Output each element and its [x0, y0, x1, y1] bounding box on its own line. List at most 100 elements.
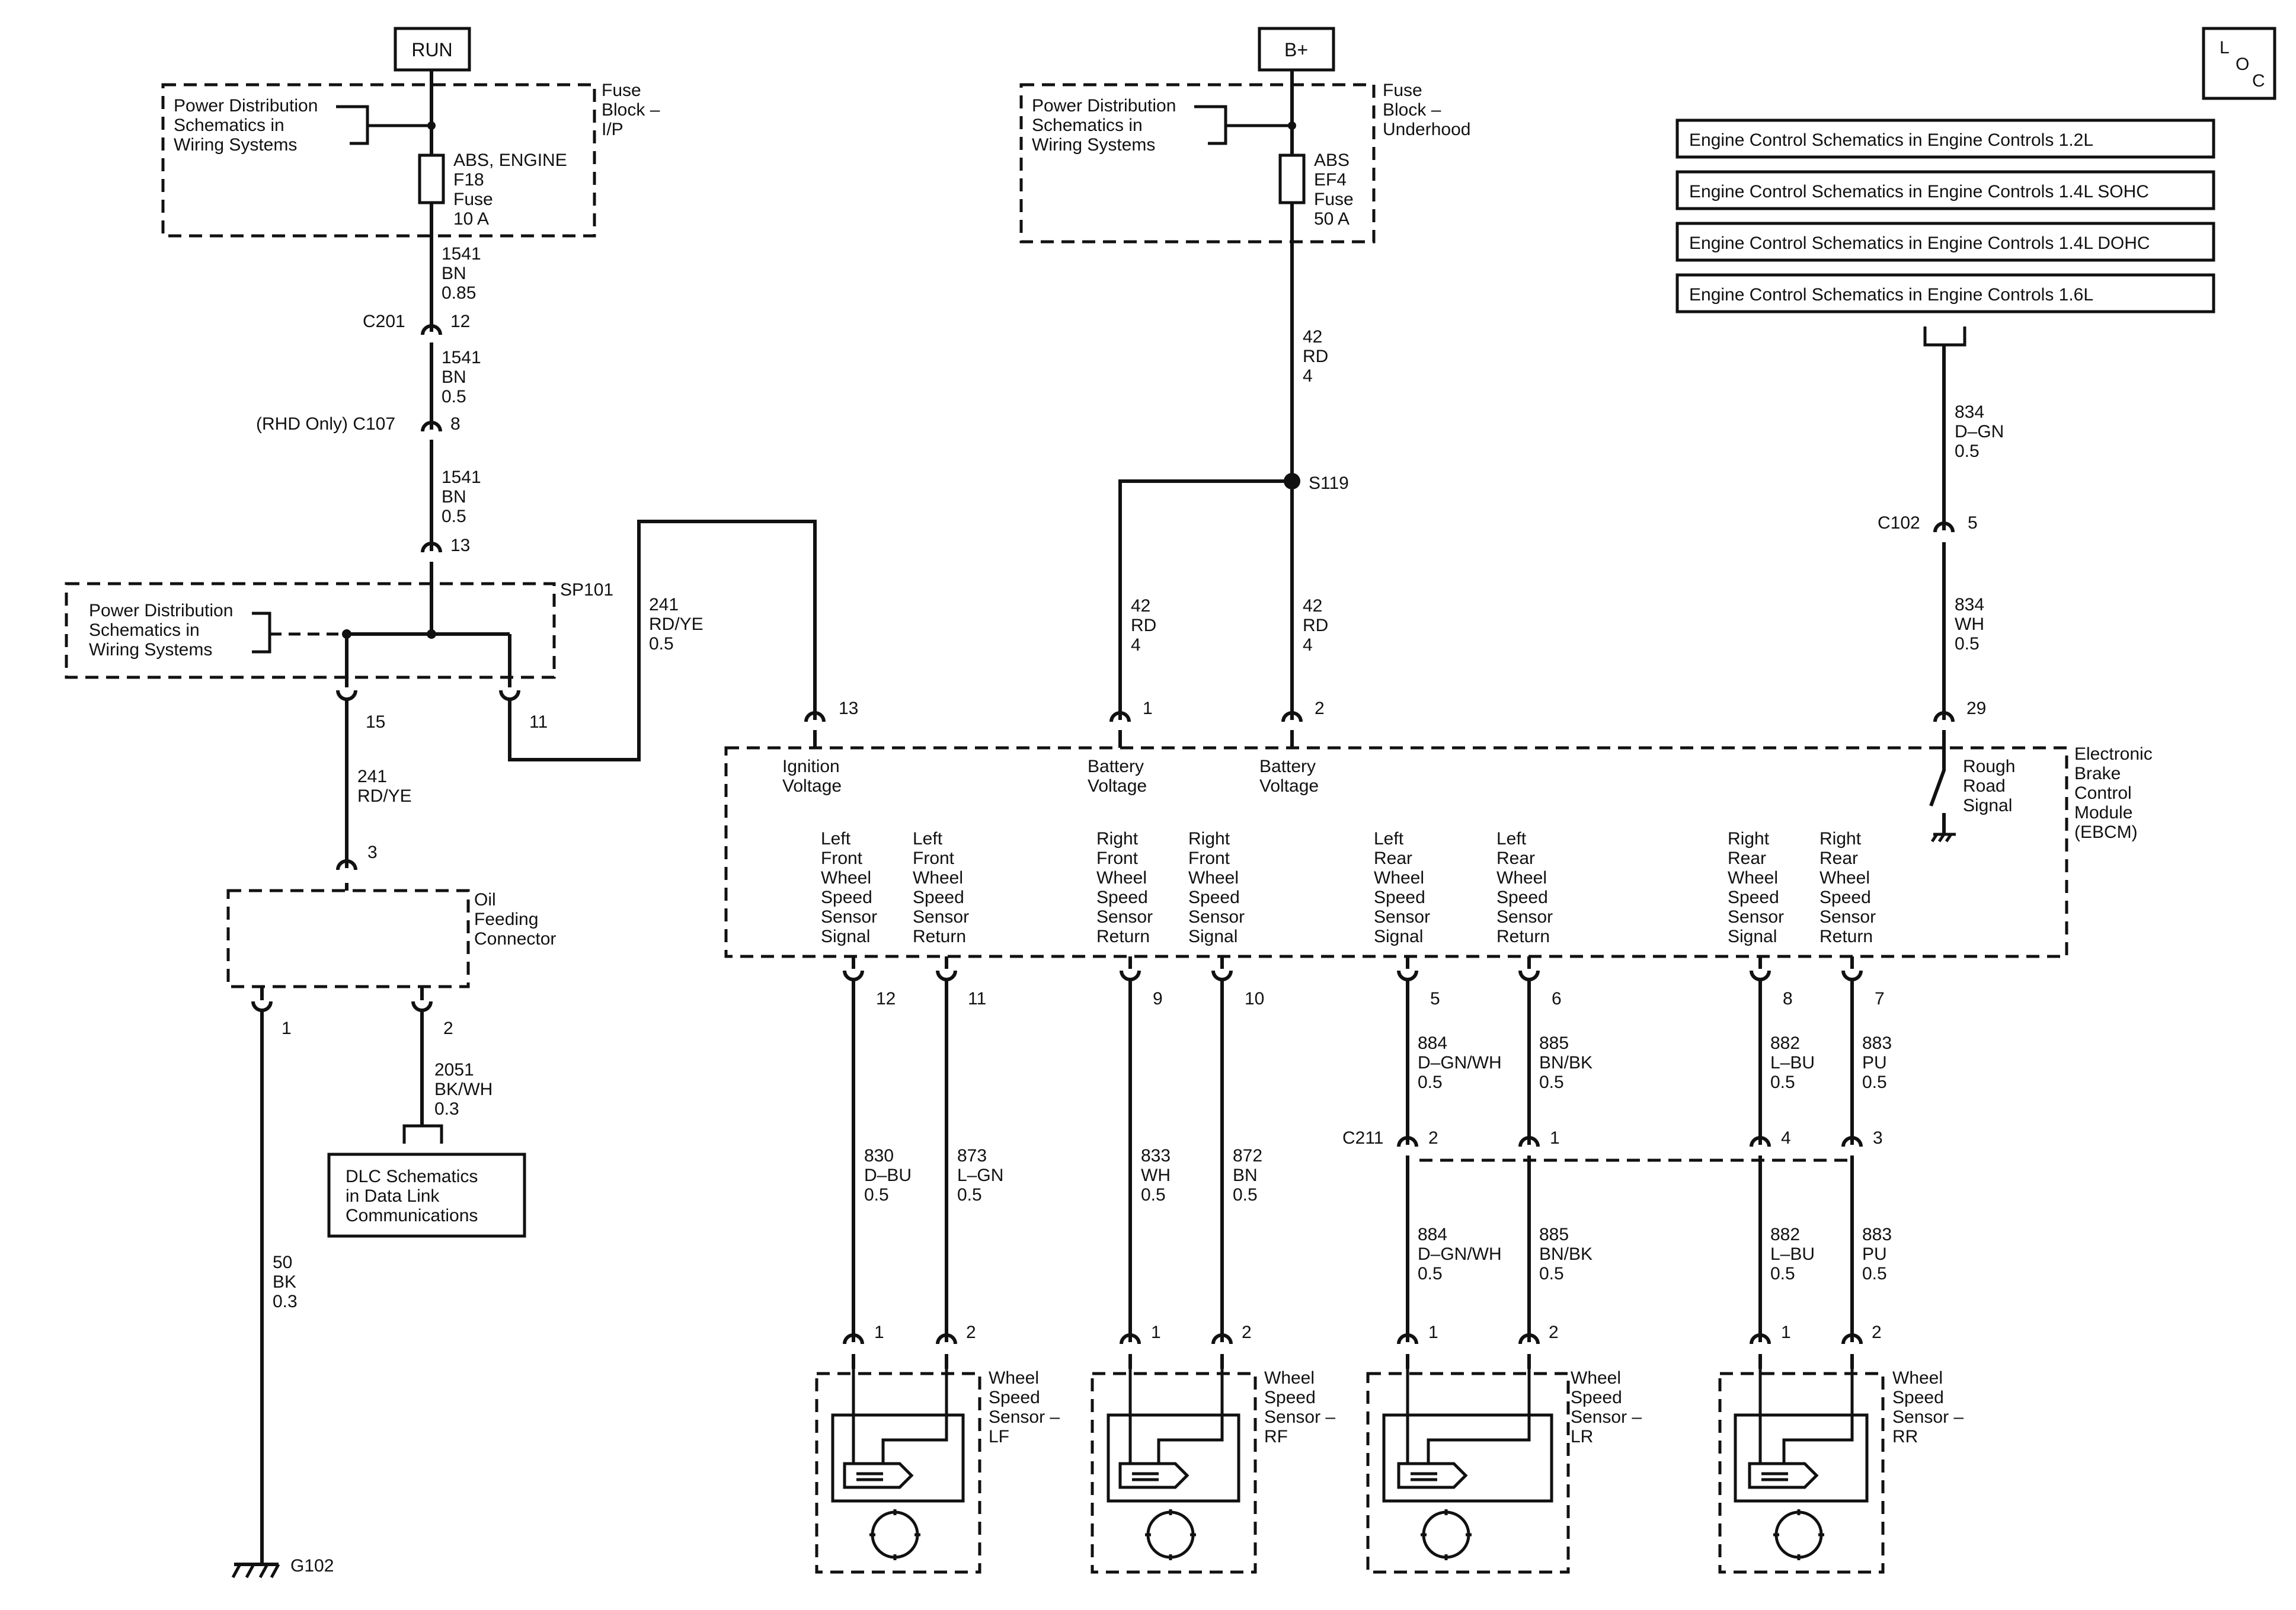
svg-text:O: O — [2236, 55, 2249, 74]
svg-text:1: 1 — [1550, 1128, 1560, 1148]
svg-text:13: 13 — [839, 699, 858, 718]
svg-text:Block –: Block – — [602, 100, 660, 120]
svg-text:1541: 1541 — [442, 348, 481, 367]
svg-text:Speed: Speed — [1819, 888, 1871, 907]
svg-text:0.5: 0.5 — [1418, 1073, 1443, 1092]
svg-text:DLC Schematics: DLC Schematics — [346, 1167, 478, 1186]
svg-text:Control: Control — [2074, 783, 2132, 803]
svg-text:L–BU: L–BU — [1770, 1053, 1815, 1073]
sensor-element-icon — [1397, 1462, 1468, 1489]
svg-text:12: 12 — [876, 989, 896, 1009]
svg-text:LF: LF — [989, 1427, 1009, 1446]
svg-text:Sensor: Sensor — [1728, 907, 1784, 927]
svg-text:0.5: 0.5 — [1862, 1073, 1887, 1092]
svg-text:Sensor: Sensor — [821, 907, 877, 927]
svg-text:Wheel: Wheel — [1188, 868, 1239, 888]
svg-text:Wiring Systems: Wiring Systems — [89, 640, 212, 660]
ignition-wire: 241 RD/YE 0.5 — [508, 520, 817, 761]
svg-text:10 A: 10 A — [453, 209, 489, 229]
svg-text:1541: 1541 — [442, 244, 481, 264]
svg-text:0.5: 0.5 — [442, 387, 466, 406]
wheel-speed-sensor-lr: 1 2 Wheel Speed Sensor – LR — [1366, 1323, 1642, 1574]
svg-text:Wheel: Wheel — [1571, 1368, 1621, 1388]
svg-text:Wheel: Wheel — [1892, 1368, 1943, 1388]
svg-text:Power Distribution: Power Distribution — [89, 601, 233, 620]
svg-text:Return: Return — [1819, 927, 1873, 946]
svg-text:Signal: Signal — [1963, 796, 2012, 815]
svg-text:RD/YE: RD/YE — [649, 614, 703, 634]
sensor-element-icon — [1118, 1462, 1189, 1489]
fuse-ef4-icon — [1278, 153, 1306, 204]
svg-text:1: 1 — [874, 1323, 884, 1342]
svg-text:Rough: Rough — [1963, 757, 2015, 776]
svg-text:0.5: 0.5 — [1955, 634, 1980, 654]
svg-text:F18: F18 — [453, 170, 484, 190]
svg-text:LR: LR — [1571, 1427, 1593, 1446]
svg-text:13: 13 — [450, 536, 470, 555]
svg-text:0.5: 0.5 — [1539, 1073, 1564, 1092]
svg-text:873: 873 — [957, 1146, 987, 1166]
svg-text:Rear: Rear — [1374, 849, 1412, 868]
svg-text:Connector: Connector — [474, 929, 556, 949]
svg-text:RD: RD — [1303, 616, 1328, 635]
svg-text:Left: Left — [1496, 829, 1527, 849]
svg-text:0.5: 0.5 — [1955, 441, 1980, 461]
svg-text:0.3: 0.3 — [434, 1099, 459, 1119]
svg-text:Wiring Systems: Wiring Systems — [174, 135, 297, 155]
svg-text:9: 9 — [1153, 989, 1163, 1009]
connector-c211: C211 — [1342, 1128, 1384, 1148]
svg-text:(EBCM): (EBCM) — [2074, 822, 2138, 842]
svg-text:I/P: I/P — [602, 120, 623, 139]
svg-text:241: 241 — [357, 767, 387, 786]
svg-text:Left: Left — [913, 829, 943, 849]
svg-text:Electronic: Electronic — [2074, 744, 2153, 764]
svg-text:Right: Right — [1819, 829, 1862, 849]
svg-text:11: 11 — [968, 989, 986, 1009]
svg-text:Schematics in: Schematics in — [1032, 116, 1143, 135]
svg-text:RD: RD — [1131, 616, 1156, 635]
svg-text:in Data Link: in Data Link — [346, 1186, 440, 1206]
svg-text:Communications: Communications — [346, 1206, 478, 1225]
fuse-block-ip: Power Distribution Schematics in Wiring … — [161, 81, 660, 238]
svg-text:5: 5 — [1430, 989, 1440, 1009]
svg-text:4: 4 — [1303, 635, 1313, 655]
svg-text:241: 241 — [649, 595, 679, 614]
svg-text:Front: Front — [913, 849, 955, 868]
svg-text:PU: PU — [1862, 1053, 1887, 1073]
svg-text:1: 1 — [1781, 1323, 1791, 1342]
svg-text:C201: C201 — [363, 312, 405, 331]
svg-text:2: 2 — [1872, 1323, 1882, 1342]
ground-label: G102 — [290, 1556, 334, 1576]
svg-text:Speed: Speed — [1892, 1388, 1944, 1407]
fuse-block-underhood: Power Distribution Schematics in Wiring … — [1019, 81, 1470, 244]
sp101-splice-pack: SP101 Power Distribution Schematics in W… — [65, 580, 613, 732]
svg-text:Wheel: Wheel — [913, 868, 963, 888]
svg-text:0.85: 0.85 — [442, 283, 476, 303]
battery-feed: 42 RD 4 S119 42 RD 4 42 RD 4 — [1118, 70, 1349, 720]
svg-text:Front: Front — [1096, 849, 1139, 868]
svg-text:Module: Module — [2074, 803, 2132, 822]
svg-text:0.5: 0.5 — [864, 1185, 889, 1205]
svg-text:7: 7 — [1875, 989, 1885, 1009]
ground-g102: 50 BK 0.3 G102 — [231, 1010, 334, 1579]
svg-text:42: 42 — [1131, 596, 1150, 616]
svg-text:883: 883 — [1862, 1225, 1892, 1244]
svg-text:2: 2 — [966, 1323, 976, 1342]
svg-text:4: 4 — [1131, 635, 1141, 655]
rough-road-feed: 834 D–GN 0.5 C102 5 834 WH 0.5 — [1878, 345, 2004, 720]
svg-text:Battery: Battery — [1259, 757, 1316, 776]
svg-text:Signal: Signal — [1374, 927, 1423, 946]
svg-text:8: 8 — [1783, 989, 1793, 1009]
svg-text:L: L — [2220, 38, 2230, 57]
svg-text:2: 2 — [1428, 1128, 1438, 1148]
tone-wheel-icon — [1146, 1510, 1195, 1559]
svg-text:RD: RD — [1303, 347, 1328, 366]
svg-text:Right: Right — [1096, 829, 1139, 849]
svg-text:B+: B+ — [1284, 39, 1308, 60]
svg-text:C102: C102 — [1878, 513, 1920, 533]
